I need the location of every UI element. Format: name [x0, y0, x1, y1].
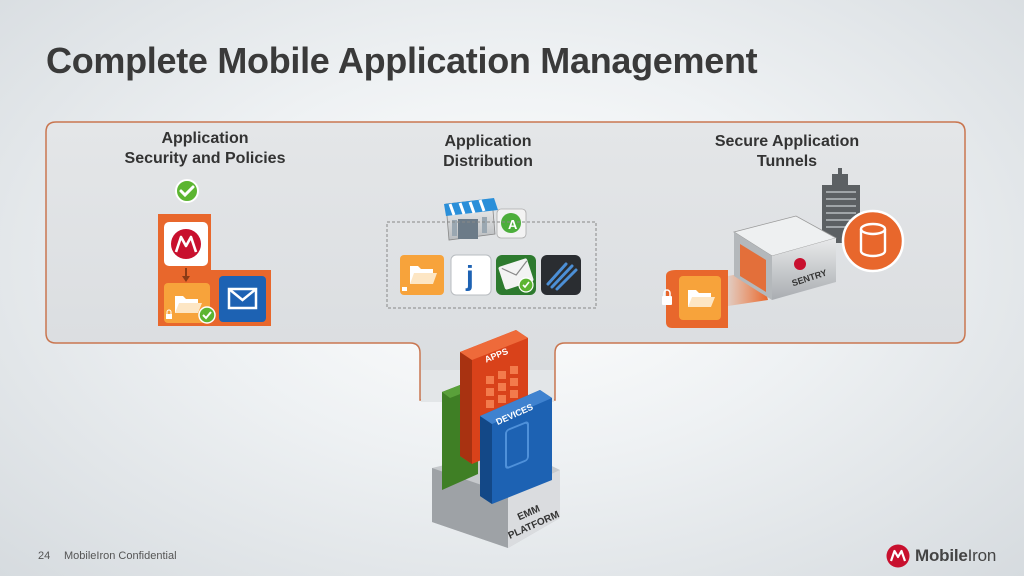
section-label-line: Security and Policies — [124, 150, 286, 167]
sentry-box: SENTRY — [733, 215, 838, 300]
j-app-letter: j — [465, 260, 474, 291]
mobileiron-logo-icon — [886, 544, 910, 568]
section-label-line: Application — [444, 133, 532, 150]
section-label-tunnels: Secure Application Tunnels — [677, 132, 897, 172]
app-store-icon — [444, 198, 498, 241]
small-check-icon — [198, 306, 216, 324]
a-badge-icon — [501, 213, 521, 233]
logo-word-rest: Iron — [967, 546, 997, 565]
database-icon — [841, 209, 905, 273]
distribution-graphic — [386, 198, 597, 309]
secure-tunnel-graphic: SENTRY — [662, 168, 905, 328]
logo-wordmark: MobileIron — [915, 546, 996, 566]
slide-title: Complete Mobile Application Management — [46, 40, 758, 81]
section-label-line: Application — [161, 130, 249, 147]
security-policies-graphic — [158, 179, 271, 326]
lock-icon — [166, 314, 172, 319]
section-label-line: Secure Application — [714, 133, 860, 150]
page-number: 24 — [38, 550, 51, 562]
j-app-icon — [450, 254, 492, 296]
section-label-line: Tunnels — [756, 153, 818, 170]
section-label-distribution: Application Distribution — [388, 132, 588, 172]
docs-app-icon — [541, 255, 581, 295]
section-label-line: Distribution — [443, 153, 533, 170]
lock-icon-2 — [662, 296, 672, 305]
app-store-badge-letter: A — [508, 217, 518, 232]
section-label-security: Application Security and Policies — [105, 129, 305, 169]
logo-word-bold: Mobile — [915, 546, 968, 565]
confidential-label: MobileIron Confidential — [64, 550, 177, 562]
mobileiron-logo: MobileIron — [886, 542, 996, 570]
